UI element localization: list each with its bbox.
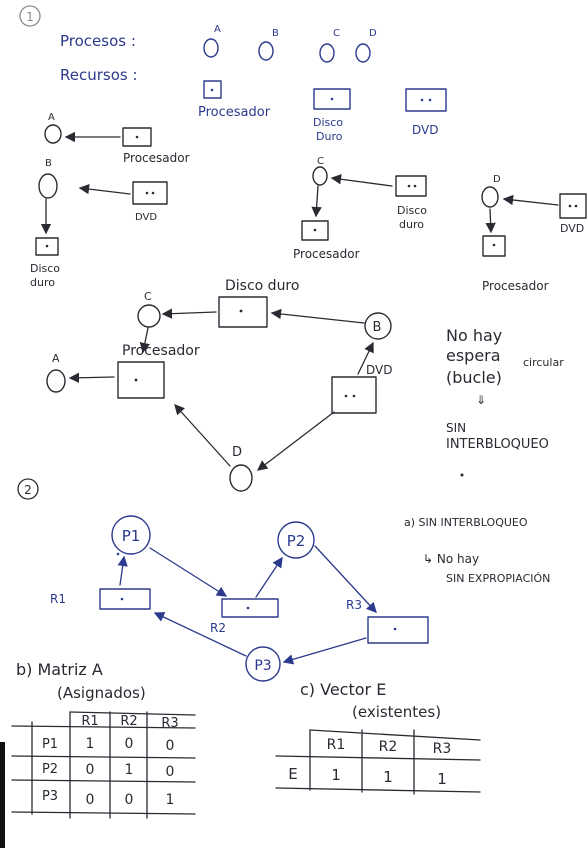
svg-text:P2: P2 [42,762,58,777]
svg-text:C: C [317,156,324,167]
svg-text:P2: P2 [287,532,306,550]
resource-legend: Procesador Disco Duro DVD [198,80,447,143]
svg-text:1: 1 [26,10,34,24]
svg-text:Procesador: Procesador [123,151,190,165]
svg-text:0: 0 [86,792,95,808]
svg-text:INTERBLOQUEO: INTERBLOQUEO [446,437,549,452]
svg-text:D: D [232,445,242,460]
svg-text:P1: P1 [42,737,58,752]
svg-text:R2: R2 [379,739,398,755]
svg-text:R2: R2 [120,714,137,729]
svg-text:P3: P3 [254,658,271,674]
procesos-label: Procesos : [60,32,136,50]
svg-text:Procesador: Procesador [198,105,271,120]
mini-graph-b: B DVD Disco duro [30,158,168,289]
mini-graph-d: D DVD Procesador [481,174,587,293]
svg-text:E: E [288,765,297,783]
svg-text:DVD: DVD [135,212,157,223]
section-2-number: 2 [17,478,39,500]
svg-text:DVD: DVD [412,123,438,137]
svg-text:R3: R3 [161,716,178,731]
svg-text:0: 0 [125,736,134,752]
svg-text:Procesador: Procesador [482,279,549,293]
process-legend: A B C D [203,24,377,63]
svg-text:D: D [369,28,377,39]
svg-text:P3: P3 [42,789,58,804]
svg-text:circular: circular [523,356,564,369]
svg-text:No hay: No hay [446,326,502,345]
svg-text:B: B [45,158,52,169]
deadlock-conclusion-1: No hay espera circular (bucle) ⇓ SIN INT… [446,326,564,477]
svg-text:A: A [48,112,55,123]
svg-text:⇓: ⇓ [476,393,486,407]
svg-text:1: 1 [125,762,134,778]
svg-text:B: B [373,320,382,335]
svg-text:Procesador: Procesador [122,343,200,359]
svg-text:SIN: SIN [446,421,466,435]
mini-graph-a: A Procesador [44,112,190,165]
svg-text:(Asignados): (Asignados) [57,684,146,702]
svg-text:R2: R2 [210,621,226,635]
vector-e: c) Vector E (existentes) R1 R2 R3 E 1 1 … [275,680,481,795]
svg-text:R3: R3 [433,741,452,757]
svg-text:0: 0 [86,762,95,778]
svg-text:b) Matriz A: b) Matriz A [16,660,103,679]
svg-text:1: 1 [331,766,341,784]
svg-text:0: 0 [166,738,175,754]
svg-text:SIN EXPROPIACIÓN: SIN EXPROPIACIÓN [446,572,550,585]
mini-graph-c: C Disco duro Procesador [293,156,427,261]
svg-text:C: C [333,28,340,39]
recursos-label: Recursos : [60,66,138,84]
svg-text:c) Vector E: c) Vector E [300,680,386,699]
svg-text:1: 1 [383,768,393,786]
svg-text:B: B [272,28,279,39]
svg-text:A: A [214,24,221,35]
svg-text:Disco duro: Disco duro [225,278,299,294]
matrix-a: b) Matriz A (Asignados) R1 R2 R3 P1 1 0 … [11,660,196,819]
svg-text:0: 0 [166,764,175,780]
page-edge-shadow [0,742,5,848]
svg-text:duro: duro [399,218,424,231]
svg-text:0: 0 [125,792,134,808]
svg-text:D: D [493,174,501,185]
svg-text:↳ No hay: ↳ No hay [423,552,479,566]
svg-text:a) SIN INTERBLOQUEO: a) SIN INTERBLOQUEO [404,516,528,529]
svg-text:1: 1 [437,770,447,788]
resource-allocation-graph: P1 P2 P3 R1 R2 R3 [50,515,429,682]
svg-text:Duro: Duro [316,130,343,143]
svg-text:R1: R1 [327,737,346,753]
svg-text:DVD: DVD [560,222,584,235]
svg-text:R1: R1 [50,592,66,606]
svg-text:1: 1 [86,736,95,752]
svg-text:P1: P1 [122,527,141,545]
svg-text:Disco: Disco [30,262,60,275]
svg-text:C: C [144,290,152,303]
svg-text:A: A [52,352,60,365]
svg-text:DVD: DVD [366,363,392,377]
svg-text:(existentes): (existentes) [352,703,441,721]
svg-text:Disco: Disco [397,204,427,217]
answer-a: a) SIN INTERBLOQUEO ↳ No hay SIN EXPROPI… [404,516,550,585]
svg-text:1: 1 [166,792,175,808]
svg-text:Disco: Disco [313,116,343,129]
svg-text:(bucle): (bucle) [446,368,502,387]
svg-text:2: 2 [24,483,32,497]
svg-text:R3: R3 [346,598,362,612]
svg-text:Procesador: Procesador [293,247,360,261]
svg-text:duro: duro [30,276,55,289]
section-1-number: 1 [19,5,41,27]
svg-text:R1: R1 [81,714,98,729]
combined-graph: Disco duro C B Procesador A DVD D [46,278,392,492]
svg-text:espera: espera [446,346,501,365]
